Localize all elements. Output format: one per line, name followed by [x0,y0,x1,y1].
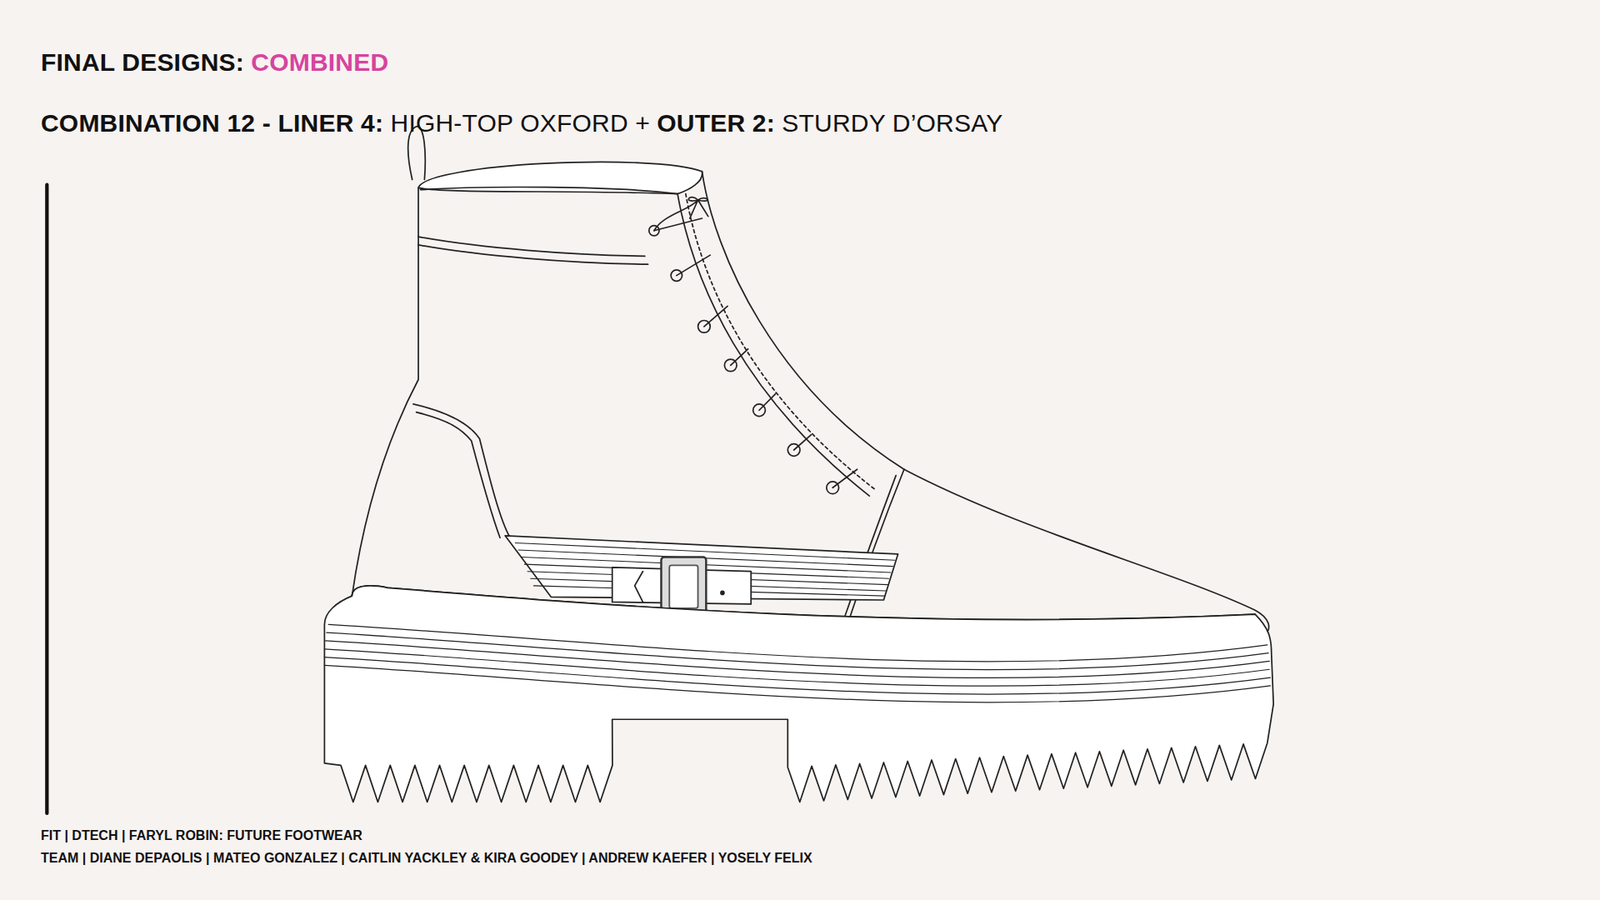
sole-ribs [324,624,1270,702]
shaft-front [701,171,904,470]
facing-edge [677,194,870,496]
text-line: COMBINATION 12 - LINER 4:HIGH-TOP OXFORD… [40,109,1010,138]
outer-panel-edge [413,404,510,538]
laces [654,197,858,489]
heading: FINAL DESIGNS: [40,48,245,77]
collar [418,161,703,194]
collar-inner [420,187,678,195]
vertical-rule [45,185,49,814]
text-line: FINAL DESIGNS:COMBINED [40,48,396,77]
label-text: TEAM | DIANE DEPAOLIS | MATEO GONZALEZ |… [40,850,813,866]
vamp-top [904,469,1270,635]
collar-seam [418,236,645,256]
label-text: HIGH-TOP OXFORD [390,109,629,138]
collar-seam [418,245,649,265]
strap-hole [720,590,725,595]
buckle [660,557,706,617]
buckle-inner [669,565,698,608]
strap-tip-point [635,571,644,603]
outer-panel-stitch [416,412,500,539]
eyelets [649,225,840,495]
text-line: FIT | DTECH | FARYL ROBIN: FUTURE FOOTWE… [40,828,366,844]
label-text: + [635,109,650,138]
facing-stitch [685,194,876,490]
shaft-back [351,187,419,596]
label-text: COMBINED [250,48,389,77]
label-text: COMBINATION 12 - LINER 4: [40,109,384,138]
label-text: FIT | DTECH | FARYL ROBIN: FUTURE FOOTWE… [40,828,363,844]
label-text: STURDY D’ORSAY [781,109,1003,138]
text-line: TEAM | DIANE DEPAOLIS | MATEO GONZALEZ |… [40,850,816,866]
sole [324,585,1274,803]
label-text: OUTER 2: [656,109,775,138]
